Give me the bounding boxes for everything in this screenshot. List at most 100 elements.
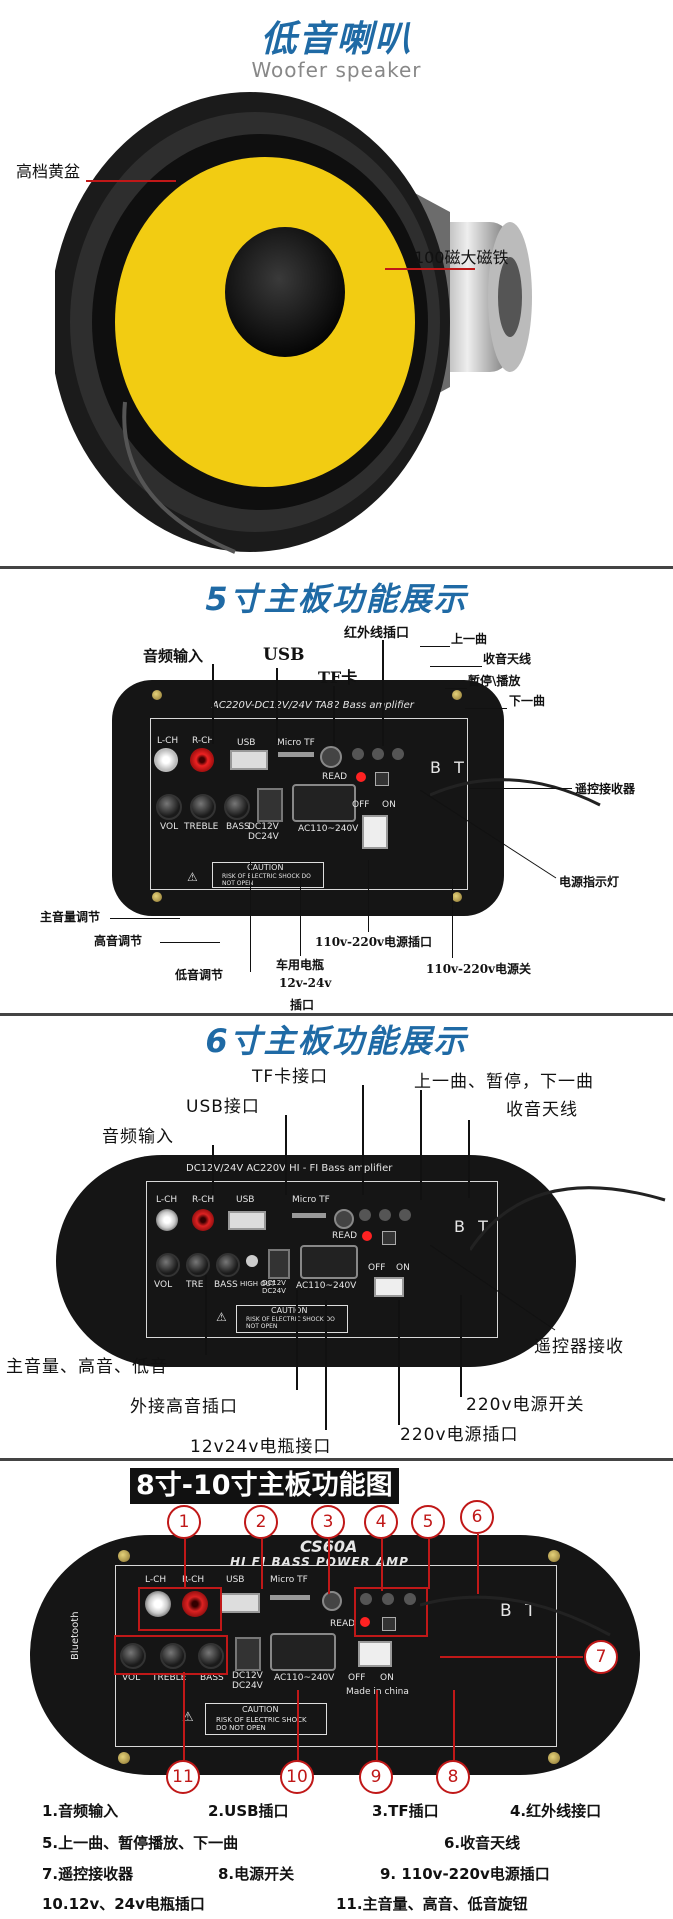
s4-bass-knob[interactable] <box>198 1643 224 1669</box>
s2-vol-knob[interactable] <box>156 794 182 820</box>
s3-led <box>362 1231 372 1241</box>
s4-warning-icon: ⚠ <box>182 1710 194 1725</box>
s2-line-ac-in <box>368 860 369 932</box>
s4-read: READ <box>330 1619 356 1629</box>
s4-caution-box <box>205 1703 327 1735</box>
s3-label-ac-in: 220v电源插口 <box>400 1425 519 1445</box>
s2-tf-label: Micro TF <box>277 738 315 748</box>
s3-dc-label: DC12V DC24V <box>262 1279 286 1295</box>
s3-btn-prev[interactable] <box>359 1209 371 1221</box>
s3-ir-jack[interactable] <box>334 1209 354 1229</box>
callout-10-line <box>297 1690 299 1760</box>
s3-off: OFF <box>368 1263 386 1273</box>
s2-btn-pause[interactable] <box>372 748 384 760</box>
s2-treble-label: TREBLE <box>184 822 219 832</box>
s3-tf-slot[interactable] <box>292 1213 326 1218</box>
s3-bass-knob[interactable] <box>216 1253 240 1277</box>
s2-line-prev <box>420 646 450 647</box>
s3-line-usb <box>285 1115 287 1195</box>
callout-6: 6 <box>460 1500 494 1534</box>
s3-ac-socket[interactable] <box>300 1245 358 1279</box>
s2-label-power-led: 电源指示灯 <box>559 875 620 889</box>
s3-label-audio-in: 音频输入 <box>102 1127 174 1147</box>
s3-on: ON <box>396 1263 410 1273</box>
s2-lch: L-CH <box>157 736 179 746</box>
legend-3: 3.TF插口 <box>372 1802 439 1820</box>
s2-screw-1 <box>152 690 162 700</box>
s2-line-tf <box>333 686 335 746</box>
s2-label-car2: 12v-24v <box>279 976 332 990</box>
s3-lch-jack[interactable] <box>156 1209 178 1231</box>
s2-power-switch[interactable] <box>362 815 388 849</box>
s3-lch: L-CH <box>156 1195 178 1205</box>
s2-line-treble <box>160 942 220 943</box>
s3-ir-receiver <box>382 1231 396 1245</box>
s2-treble-knob[interactable] <box>190 794 216 820</box>
s4-lch-jack[interactable] <box>145 1591 171 1617</box>
s3-rch-jack[interactable] <box>192 1209 214 1231</box>
callout-9-line <box>376 1690 378 1760</box>
s4-screw-4 <box>548 1752 560 1764</box>
callout-4: 4 <box>364 1505 398 1539</box>
callout-4-line <box>381 1539 383 1591</box>
s3-btn-pause[interactable] <box>379 1209 391 1221</box>
s2-rch-jack[interactable] <box>190 748 214 772</box>
s3-vol-knob[interactable] <box>156 1253 180 1277</box>
s2-ir-receiver <box>375 772 389 786</box>
s3-power-switch[interactable] <box>374 1277 404 1297</box>
s2-on: ON <box>382 800 396 810</box>
s2-btn-next[interactable] <box>392 748 404 760</box>
s4-usb-port[interactable] <box>220 1593 260 1613</box>
s4-tf-slot[interactable] <box>270 1595 310 1600</box>
s4-power-switch[interactable] <box>358 1641 392 1667</box>
s2-lch-jack[interactable] <box>154 748 178 772</box>
s4-btn-next[interactable] <box>404 1593 416 1605</box>
s4-box-knobs <box>114 1635 228 1675</box>
s2-ir-jack[interactable] <box>320 746 342 768</box>
s4-dc-jack[interactable] <box>235 1637 261 1671</box>
s2-btn-prev[interactable] <box>352 748 364 760</box>
s2-label-bass: 低音调节 <box>175 968 224 982</box>
s2-board-name: AC220V-DC12V/24V TA82 Bass amplifier <box>212 700 414 711</box>
s3-warning-icon: ⚠ <box>216 1310 227 1324</box>
s4-off: OFF <box>348 1673 366 1683</box>
s3-dc-jack[interactable] <box>268 1249 290 1279</box>
s4-ir-jack[interactable] <box>322 1591 342 1611</box>
callout-5: 5 <box>411 1505 445 1539</box>
s3-caution-sub: RISK OF ELECTRIC SHOCK DO NOT OPEN <box>246 1316 335 1330</box>
s3-highout-jack[interactable] <box>246 1255 258 1267</box>
s4-btn-pause[interactable] <box>382 1593 394 1605</box>
s4-vol-knob[interactable] <box>120 1643 146 1669</box>
s2-rch: R-CH <box>192 736 215 746</box>
s2-line-remote <box>470 788 572 789</box>
s3-tre-knob[interactable] <box>186 1253 210 1277</box>
woofer-image <box>55 92 532 554</box>
s2-ac-socket[interactable] <box>292 784 356 822</box>
s2-line-pause <box>445 688 467 689</box>
s4-ac-socket[interactable] <box>270 1633 336 1671</box>
callout-10: 10 <box>280 1760 314 1794</box>
s2-tf-slot[interactable] <box>278 752 314 757</box>
s3-board: DC12V/24V AC220V HI - FI Bass amplifier … <box>56 1155 576 1367</box>
s3-btn-next[interactable] <box>399 1209 411 1221</box>
s4-treble-knob[interactable] <box>160 1643 186 1669</box>
s2-label-remote: 遥控接收器 <box>575 782 636 796</box>
s4-rch-jack[interactable] <box>182 1591 208 1617</box>
s3-label-antenna: 收音天线 <box>506 1100 578 1120</box>
s2-bass-knob[interactable] <box>224 794 250 820</box>
s3-label-tf: TF卡接口 <box>252 1067 329 1087</box>
s4-btn-prev[interactable] <box>360 1593 372 1605</box>
s2-label-antenna: 收音天线 <box>483 652 532 666</box>
divider-2 <box>0 1013 673 1016</box>
s2-line-bass <box>250 860 251 972</box>
s3-usb-port[interactable] <box>228 1211 266 1230</box>
s2-dc-jack[interactable] <box>257 788 283 822</box>
s2-screw-2 <box>452 690 462 700</box>
woofer-title: 低音喇叭 <box>260 19 413 60</box>
s2-usb-port[interactable] <box>230 750 268 770</box>
s4-title-text: 8寸-10寸主板功能图 <box>136 1470 393 1501</box>
s2-label-tf: TF卡 <box>318 668 358 687</box>
s3-usb-label: USB <box>236 1195 255 1205</box>
s4-caution-sub: RISK OF ELECTRIC SHOCK DO NOT OPEN <box>216 1716 307 1732</box>
s3-board-name: DC12V/24V AC220V HI - FI Bass amplifier <box>186 1163 393 1174</box>
